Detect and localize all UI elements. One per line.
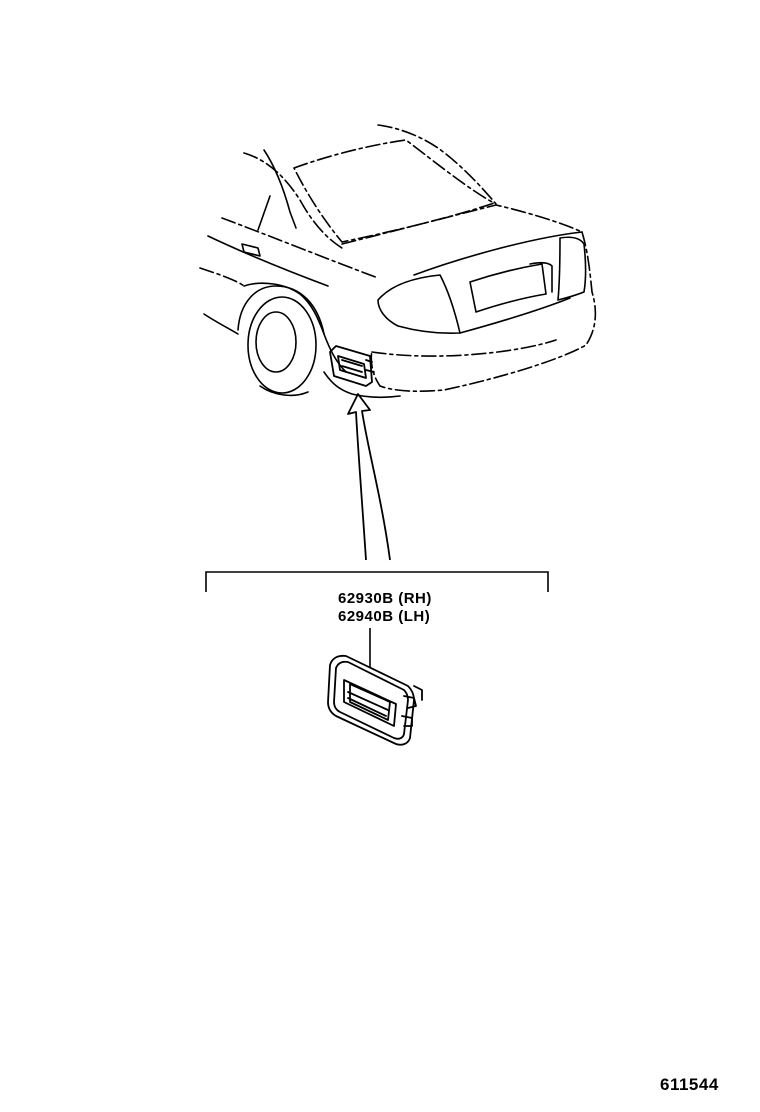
part-side: (LH): [398, 608, 431, 625]
roof-rear-line: [243, 152, 343, 249]
tail-lamp-left: [377, 274, 461, 335]
license-plate: [469, 263, 547, 313]
part-side: (RH): [398, 590, 432, 607]
door-handle: [241, 243, 261, 257]
part-label-rh: 62930B (RH): [338, 590, 432, 607]
part-number: 62930B: [338, 590, 394, 607]
tail-lamp-right: [557, 236, 587, 301]
bumper-lower: [323, 371, 401, 399]
trunk-lower-edge: [459, 297, 571, 334]
quarter-panel: [243, 282, 347, 373]
part-label-lh: 62940B (LH): [338, 608, 430, 625]
tire-bottom: [259, 385, 309, 397]
figure-number: 611544: [660, 1075, 719, 1094]
locator-arrow: [347, 393, 391, 561]
car-rear-illustration: [199, 124, 597, 399]
parts-bracket: [205, 571, 549, 592]
part-number: 62940B: [338, 608, 394, 625]
rear-wheel-inner: [255, 311, 297, 373]
plate-recess: [529, 261, 553, 293]
bumper-line: [371, 339, 557, 357]
door-lower-line: [199, 267, 245, 287]
duct-on-car: [329, 345, 375, 387]
trunk-rear-edge: [413, 231, 583, 276]
trunk-lid: [341, 204, 583, 245]
duct-part-drawing: [327, 654, 423, 746]
side-window: [257, 149, 297, 231]
rear-tire: [247, 296, 317, 394]
body-side-line-2: [207, 235, 329, 287]
roof-line: [377, 124, 497, 205]
wheel-arch: [237, 285, 325, 335]
body-side-line: [221, 217, 379, 279]
sill-line: [203, 313, 239, 335]
body-right-side: [370, 231, 597, 392]
rear-window: [293, 139, 495, 243]
